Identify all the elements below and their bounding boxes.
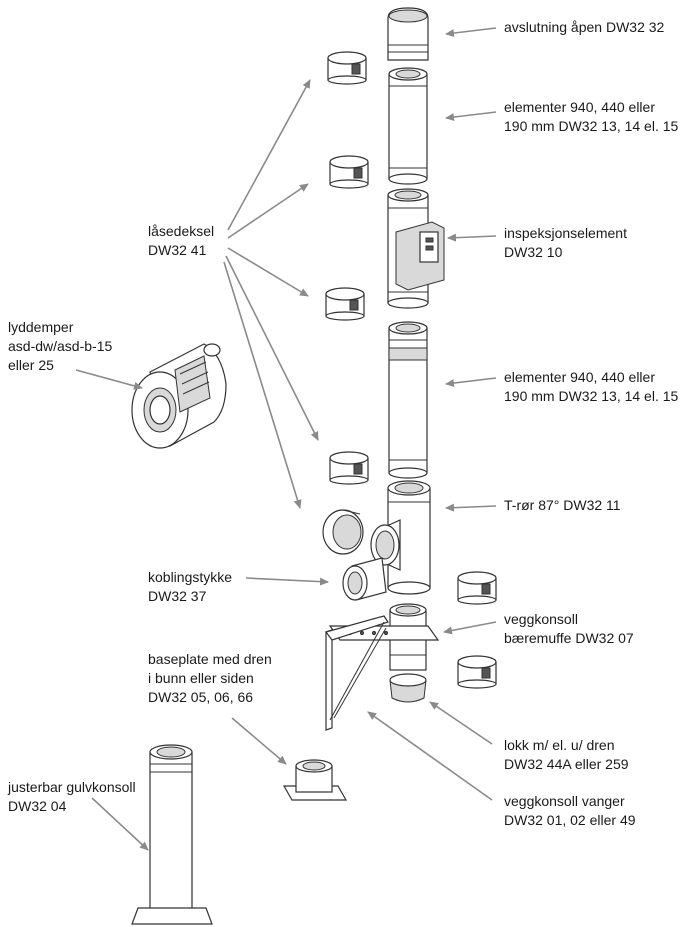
coupling-ring bbox=[322, 509, 364, 555]
label-lyddemper: lyddemper asd-dw/asd-b-15 eller 25 bbox=[8, 319, 116, 373]
t-pipe-part bbox=[370, 480, 431, 595]
label-elementer-top: elementer 940, 440 eller 190 mm DW32 13,… bbox=[504, 99, 679, 134]
middle-pipe-element bbox=[388, 321, 428, 479]
label-t-ror: T-rør 87° DW32 11 bbox=[504, 497, 621, 513]
top-pipe-element bbox=[388, 67, 428, 185]
label-vanger: veggkonsoll vanger DW32 01, 02 eller 49 bbox=[504, 793, 636, 828]
label-baseplate: baseplate med dren i bunn eller siden DW… bbox=[148, 651, 276, 705]
floor-bracket-part bbox=[131, 744, 213, 925]
lock-cover-4 bbox=[329, 451, 369, 485]
leader-arrows bbox=[75, 27, 497, 851]
lock-cover-2 bbox=[329, 155, 369, 189]
label-justerbar: justerbar gulvkonsoll DW32 04 bbox=[7, 779, 140, 814]
label-veggkonsoll: veggkonsoll bæremuffe DW32 07 bbox=[504, 611, 634, 646]
sound-damper-part bbox=[131, 343, 227, 449]
label-koblingstykke: koblingstykke DW32 37 bbox=[148, 569, 236, 604]
lock-cover-6 bbox=[457, 655, 497, 689]
label-avslutning: avslutning åpen DW32 32 bbox=[504, 19, 665, 35]
lock-cover-3 bbox=[325, 287, 365, 321]
wall-bracket-sleeve bbox=[328, 603, 440, 671]
label-lasedeksel: låsedeksel DW32 41 bbox=[148, 223, 218, 258]
label-elementer-mid: elementer 940, 440 eller 190 mm DW32 13,… bbox=[504, 369, 679, 404]
lock-cover-1 bbox=[327, 51, 367, 85]
lock-cover-5 bbox=[457, 571, 497, 605]
inspection-element bbox=[387, 188, 445, 309]
label-lokk: lokk m/ el. u/ dren DW32 44A eller 259 bbox=[504, 737, 629, 772]
base-plate-part bbox=[282, 759, 348, 801]
bottom-lid-part bbox=[389, 673, 427, 703]
top-cap-part bbox=[387, 7, 429, 61]
coupling-piece bbox=[342, 557, 387, 601]
wall-bracket-arms bbox=[324, 615, 389, 731]
label-inspeksjon: inspeksjonselement DW32 10 bbox=[504, 225, 631, 260]
